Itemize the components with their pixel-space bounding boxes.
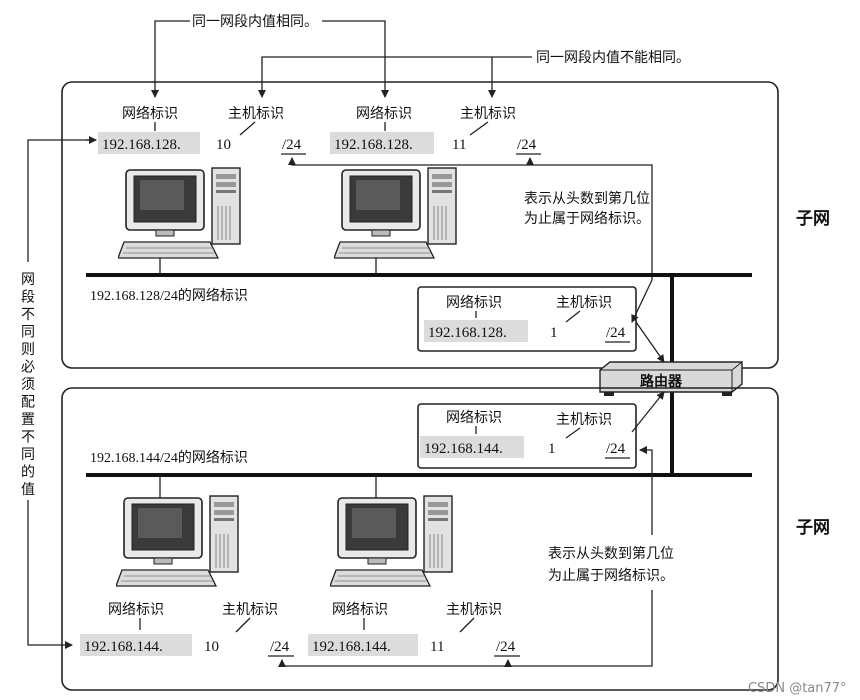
prefix-length: /24 xyxy=(606,325,626,341)
network-id-label: 网络标识 xyxy=(122,106,178,122)
computer-icon xyxy=(118,167,241,259)
watermark: CSDN @tan77° xyxy=(748,681,847,696)
side-note-char: 必 xyxy=(21,360,35,376)
subnet1-router-address: 网络标识 主机标识 192.168.128. 1 /24 xyxy=(424,295,630,343)
prefix-length: /24 xyxy=(606,441,626,457)
network-part: 192.168.128. xyxy=(334,137,413,153)
top-annotation-unique: 同一网段内值不能相同。 xyxy=(258,50,690,98)
side-note-char: 不 xyxy=(21,307,35,323)
host-id-label: 主机标识 xyxy=(556,412,612,428)
host-part: 1 xyxy=(550,325,558,341)
side-note-char: 同 xyxy=(21,325,35,341)
prefix-length: /24 xyxy=(517,137,537,153)
network-part: 192.168.144. xyxy=(312,639,391,655)
subnet1-network-label: 192.168.128/24的网络标识 xyxy=(90,288,248,304)
side-note-char: 的 xyxy=(21,465,35,481)
side-note-char: 值 xyxy=(21,482,35,498)
host-part: 11 xyxy=(452,137,466,153)
subnet2-box xyxy=(61,387,779,691)
host-part: 10 xyxy=(204,639,219,655)
prefix-length: /24 xyxy=(282,137,302,153)
host-part: 1 xyxy=(548,441,556,457)
network-id-label: 网络标识 xyxy=(356,106,412,122)
side-note-char: 配 xyxy=(21,395,35,411)
side-note-char: 不 xyxy=(21,430,35,446)
host-id-label: 主机标识 xyxy=(222,602,278,618)
note-same-value: 同一网段内值相同。 xyxy=(192,14,318,30)
side-note-char: 须 xyxy=(21,377,35,393)
prefix-note-line2: 为止属于网络标识。 xyxy=(524,211,650,227)
prefix-note-line2: 为止属于网络标识。 xyxy=(548,568,674,584)
prefix-length: /24 xyxy=(496,639,516,655)
subnet2-label: 子网 xyxy=(796,518,830,538)
computer-icon xyxy=(334,167,457,259)
network-part: 192.168.128. xyxy=(428,325,507,341)
side-note-char: 则 xyxy=(21,342,35,358)
side-note-char: 置 xyxy=(21,412,35,428)
network-id-label: 网络标识 xyxy=(108,602,164,618)
network-part: 192.168.144. xyxy=(424,441,503,457)
side-note-char: 网 xyxy=(21,272,35,288)
side-note-text: 网段不同则必须配置不同的值 xyxy=(21,272,35,498)
subnet2-router-address: 网络标识 主机标识 192.168.144. 1 /24 xyxy=(420,410,630,459)
note-unique-value: 同一网段内值不能相同。 xyxy=(536,50,690,66)
host-part: 10 xyxy=(216,137,231,153)
side-note-char: 同 xyxy=(21,447,35,463)
side-note-char: 段 xyxy=(21,290,35,306)
network-id-label: 网络标识 xyxy=(446,410,502,426)
router: 路由器 xyxy=(599,361,743,396)
subnet2-pc1-address: 网络标识 主机标识 192.168.144. 10 /24 xyxy=(80,602,294,657)
subnet2-network-label: 192.168.144/24的网络标识 xyxy=(90,450,248,466)
subnet1-box xyxy=(61,81,779,369)
network-id-label: 网络标识 xyxy=(332,602,388,618)
subnet2-router-interface xyxy=(417,403,637,469)
host-id-label: 主机标识 xyxy=(556,295,612,311)
subnet1-label: 子网 xyxy=(796,209,830,229)
subnet2-pc2-address: 网络标识 主机标识 192.168.144. 11 /24 xyxy=(308,602,520,657)
network-part: 192.168.144. xyxy=(84,639,163,655)
network-id-label: 网络标识 xyxy=(446,295,502,311)
computer-icon xyxy=(116,495,239,587)
side-note: 网段不同则必须配置不同的值 xyxy=(21,136,97,649)
host-id-label: 主机标识 xyxy=(460,106,516,122)
network-part: 192.168.128. xyxy=(102,137,181,153)
prefix-note-line1: 表示从头数到第几位 xyxy=(524,190,650,207)
router-label: 路由器 xyxy=(640,373,683,390)
subnet1-pc1-address: 网络标识 主机标识 192.168.128. 10 /24 xyxy=(98,106,306,155)
host-id-label: 主机标识 xyxy=(446,602,502,618)
host-part: 11 xyxy=(430,639,444,655)
prefix-note-line1: 表示从头数到第几位 xyxy=(548,545,674,562)
top-annotation-same: 同一网段内值相同。 xyxy=(151,14,389,98)
computer-icon xyxy=(330,495,453,587)
prefix-length: /24 xyxy=(270,639,290,655)
subnet1-pc2-address: 网络标识 主机标识 192.168.128. 11 /24 xyxy=(330,106,541,155)
host-id-label: 主机标识 xyxy=(228,106,284,122)
